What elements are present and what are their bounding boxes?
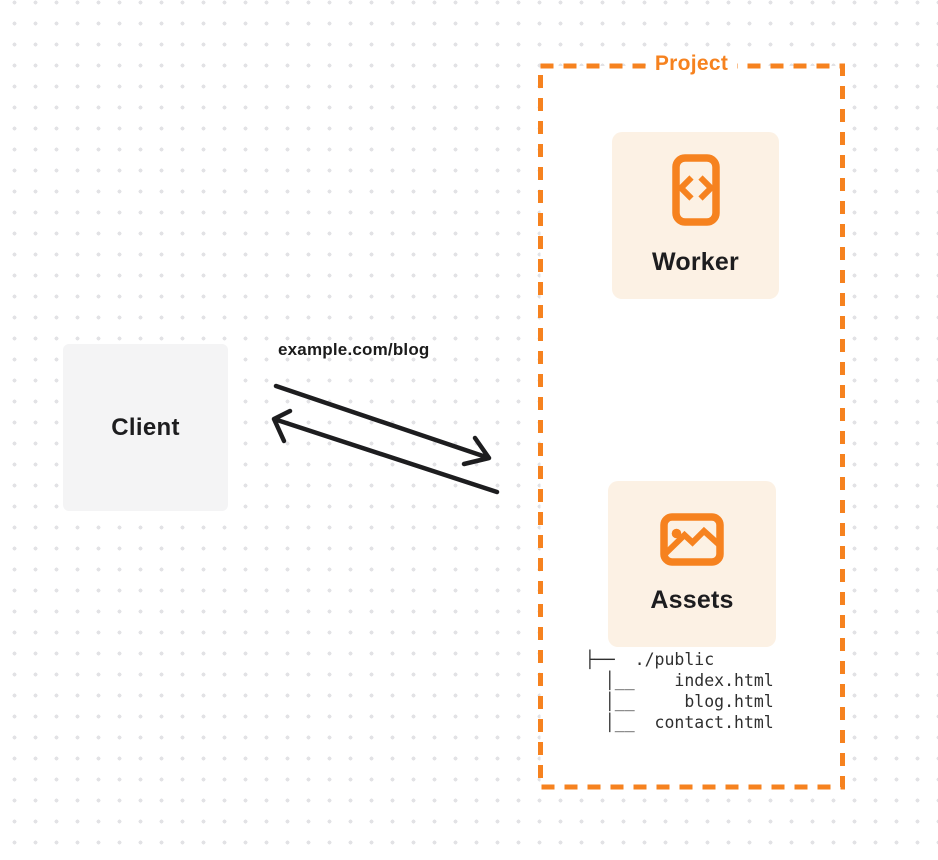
client-box: Client	[63, 344, 228, 511]
response-arrow	[271, 408, 500, 495]
client-label: Client	[111, 413, 180, 441]
assets-card: Assets	[608, 481, 776, 647]
image-icon	[660, 513, 724, 571]
code-file-icon	[671, 154, 720, 231]
request-url-label: example.com/blog	[278, 340, 430, 359]
worker-label: Worker	[652, 248, 739, 276]
assets-label: Assets	[650, 586, 734, 614]
project-label: Project	[645, 52, 738, 76]
assets-file-tree: ├── ./public │__ index.html │__ blog.htm…	[585, 650, 774, 732]
request-arrow	[273, 383, 492, 467]
project-label-wrap: Project	[540, 52, 843, 76]
worker-card: Worker	[612, 132, 779, 299]
